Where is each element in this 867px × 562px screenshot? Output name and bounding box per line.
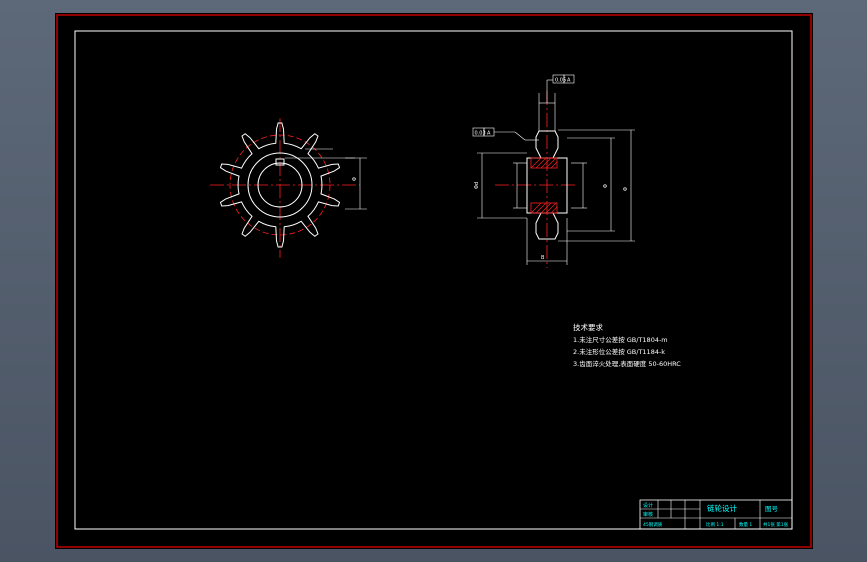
dim-od-section-label: Φ [603, 184, 609, 188]
title-block: 设计 审核 链轮设计 图号 45钢调质 比例 1:1 数量 1 共1张 第1张 [639, 499, 793, 530]
dim-od-label: Φ [352, 177, 358, 181]
dim-bore-label: Φd [474, 182, 480, 189]
dim-tip-label: Φ [623, 187, 629, 191]
fcf-datum-2: A [487, 131, 491, 137]
sprocket-front-view: Φ [210, 118, 367, 258]
part-name: 链轮设计 [707, 503, 737, 513]
hatch-top-box [530, 157, 558, 169]
hatch-bottom-box [530, 202, 558, 214]
fcf-leader-2b [514, 131, 526, 141]
fcf-value-1: 0.05 [555, 78, 566, 84]
material-label: 45钢调质 [643, 521, 663, 528]
pitch-circle [229, 134, 331, 236]
tech-req-line-2: 2.未注形位公差按 GB/T1184-k [573, 347, 665, 356]
hub-circle [247, 152, 313, 218]
qty-label: 数量 1 [739, 521, 752, 528]
tech-req-heading: 技术要求 [573, 322, 603, 332]
fcf-datum-1: A [567, 78, 571, 84]
tech-req-line-3: 3.齿面淬火处理,表面硬度 50-60HRC [573, 359, 681, 368]
section-hatching [530, 157, 558, 214]
title-row-label-2: 审核 [643, 511, 653, 518]
keyway [275, 158, 285, 166]
tech-req-line-1: 1.未注尺寸公差按 GB/T1804-m [573, 335, 668, 344]
title-row-label-1: 设计 [643, 502, 653, 509]
fcf-value-2: 0.03 [475, 131, 486, 137]
sheet-label: 共1张 第1张 [763, 521, 789, 528]
title-block-frame [639, 499, 793, 530]
outer-frame [56, 14, 812, 548]
ratio-label: 比例 1:1 [706, 521, 724, 528]
cad-drawing-viewport[interactable]: Φ Φd Φ Φ [55, 13, 813, 549]
cad-drawing-canvas: Φ Φd Φ Φ [56, 14, 812, 548]
inner-frame [74, 30, 793, 530]
drawing-number: 图号 [765, 505, 779, 513]
technical-requirements: 技术要求 1.未注尺寸公差按 GB/T1804-m 2.未注形位公差按 GB/T… [573, 322, 681, 368]
sprocket-section-view: Φd Φ Φ B 0.05 A 0.03 A [472, 74, 635, 268]
dim-hub-width-label: B [541, 255, 545, 261]
bore-circle [257, 162, 303, 208]
fcf-box-1b [563, 74, 575, 84]
